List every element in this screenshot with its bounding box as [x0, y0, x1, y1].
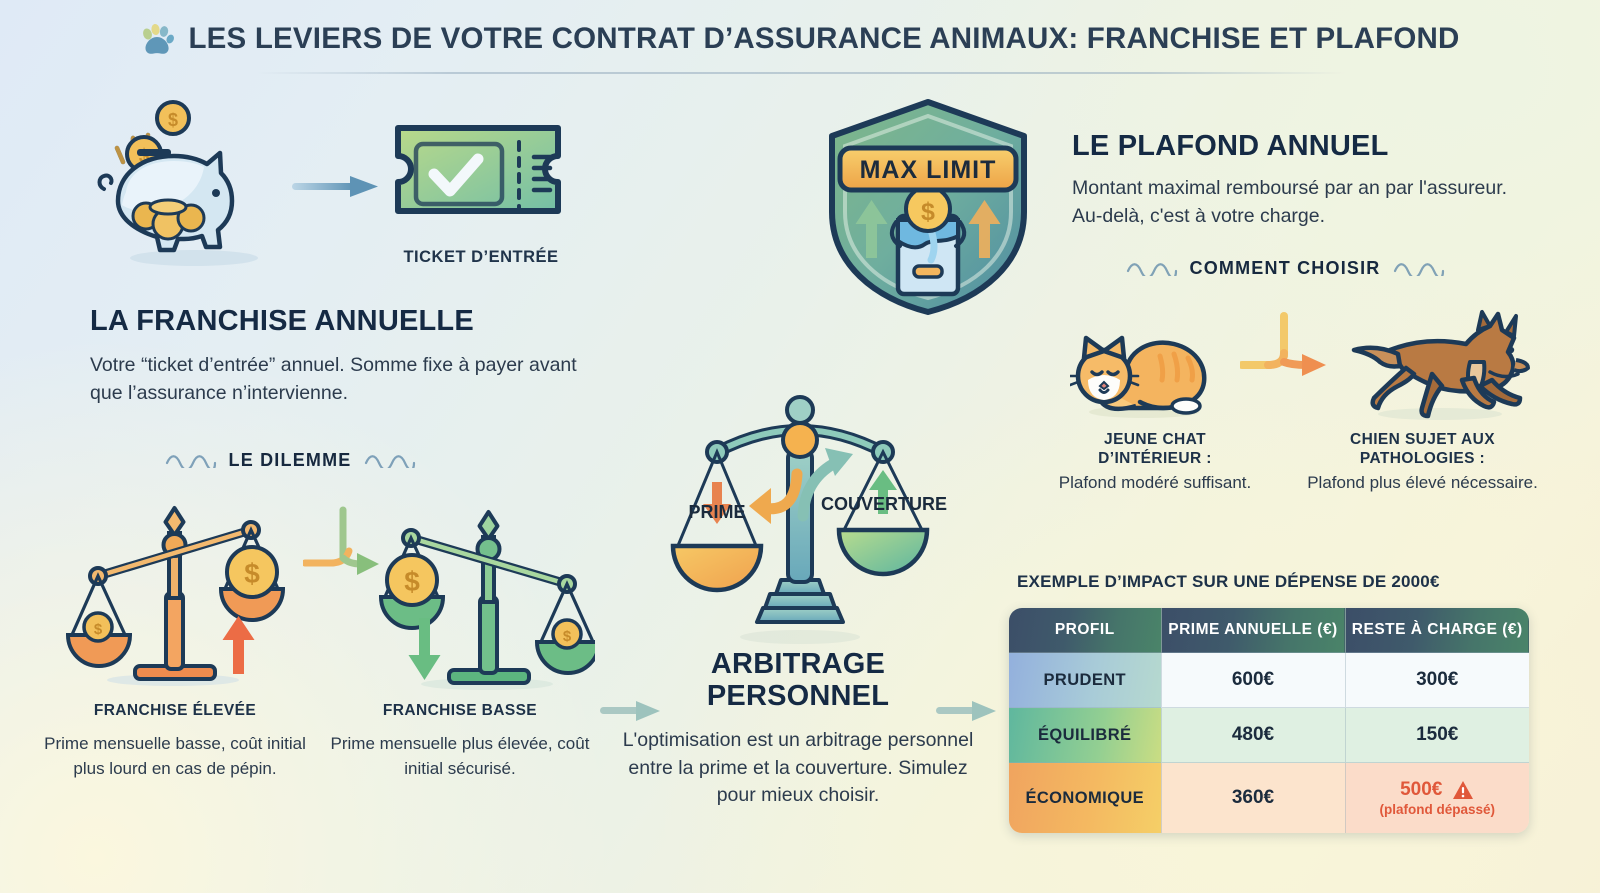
cell-reste-equilibre: 150€	[1345, 707, 1529, 763]
dog-profile-text: Plafond plus élevé nécessaire.	[1307, 472, 1538, 492]
arrow-up-right-icon	[968, 200, 1001, 258]
header-divider	[255, 72, 1345, 74]
dog-caption-line2: PATHOLOGIES :	[1359, 450, 1486, 468]
table-row: PRUDENT 600€ 300€	[1009, 652, 1529, 708]
high-deductible-text: Prime mensuelle basse, coût initial plus…	[44, 734, 306, 778]
dog-caption-line1: CHIEN SUJET AUX	[1350, 431, 1495, 448]
cell-reste-prudent: 300€	[1345, 652, 1529, 708]
warning-value-group: 500€	[1350, 779, 1526, 801]
arbitrage-heading-line2: PERSONNEL	[706, 680, 890, 713]
high-deductible-caption-block: FRANCHISE ÉLEVÉE Prime mensuelle basse, …	[30, 702, 320, 781]
table-title: EXEMPLE D’IMPACT SUR UNE DÉPENSE DE 2000…	[1017, 572, 1440, 591]
scale-low-deductible-icon: $ $	[378, 510, 595, 690]
arrow-right-icon	[292, 176, 378, 197]
squiggle-left-icon	[1126, 262, 1177, 276]
franchise-heading: LA FRANCHISE ANNUELLE	[90, 305, 474, 337]
pets-illustration-row	[1040, 300, 1540, 420]
cell-prime-equilibre: 480€	[1161, 707, 1346, 763]
how-to-choose-label-text: COMMENT CHOISIR	[1189, 258, 1381, 278]
plafond-body: Montant maximal remboursé par an par l'a…	[1072, 177, 1508, 227]
plafond-section: LE PLAFOND ANNUEL Montant maximal rembou…	[1072, 130, 1522, 230]
row-label-equilibre: ÉQUILIBRÉ	[1009, 707, 1162, 763]
column-header-prime: PRIME ANNUELLE (€)	[1161, 608, 1346, 653]
arrow-elbow-icon	[303, 506, 379, 575]
ticket-icon	[395, 125, 561, 214]
couverture-label: COUVERTURE	[821, 494, 947, 514]
balance-scale-icon: PRIME COUVERTURE	[670, 395, 947, 644]
squiggle-right-icon	[1393, 262, 1444, 276]
impact-table: PROFIL PRIME ANNUELLE (€) RESTE À CHARGE…	[1009, 608, 1529, 834]
shield-max-limit-icon: $ MAX LIMIT	[829, 99, 1027, 315]
impact-table-grid: PROFIL PRIME ANNUELLE (€) RESTE À CHARGE…	[1009, 608, 1529, 834]
svg-text:$: $	[921, 198, 935, 226]
how-to-choose-label: COMMENT CHOISIR	[1085, 258, 1485, 279]
squiggle-right-icon	[364, 454, 415, 468]
column-header-profil: PROFIL	[1009, 608, 1162, 653]
warning-note: (plafond dépassé)	[1379, 802, 1495, 818]
svg-text:$: $	[244, 558, 260, 589]
svg-text:$: $	[139, 146, 150, 167]
table-row: ÉQUILIBRÉ 480€ 150€	[1009, 707, 1529, 763]
low-deductible-caption: FRANCHISE BASSE	[382, 702, 538, 719]
cell-reste-economique: 500€ (plafond dépassé)	[1345, 762, 1529, 834]
scales-comparison-row: $ $	[45, 478, 605, 698]
squiggle-left-icon	[165, 454, 216, 468]
arrow-up-couverture-icon	[869, 470, 897, 514]
warning-triangle-icon	[1453, 781, 1474, 800]
high-deductible-caption: FRANCHISE ÉLEVÉE	[93, 702, 257, 719]
franchise-body: Votre “ticket d’entrée” annuel. Somme fi…	[90, 354, 577, 404]
max-limit-badge-text: MAX LIMIT	[860, 156, 997, 184]
ticket-caption: TICKET D’ENTRÉE	[403, 248, 559, 266]
running-dog-icon	[1351, 310, 1530, 420]
table-header: PROFIL PRIME ANNUELLE (€) RESTE À CHARGE…	[1009, 608, 1529, 653]
arrow-down-green-icon	[408, 618, 441, 680]
plafond-heading: LE PLAFOND ANNUEL	[1072, 130, 1389, 162]
prime-label: PRIME	[688, 502, 745, 522]
page-title: LES LEVIERS DE VOTRE CONTRAT D’ASSURANCE…	[188, 22, 1460, 55]
cat-caption-line1: JEUNE CHAT	[1104, 431, 1206, 448]
arrow-right-to-arbitrage-icon	[600, 701, 660, 721]
scale-high-deductible-icon: $ $	[65, 506, 285, 686]
low-deductible-caption-block: FRANCHISE BASSE Prime mensuelle plus éle…	[320, 702, 600, 781]
cell-prime-prudent: 600€	[1161, 652, 1346, 708]
header: LES LEVIERS DE VOTRE CONTRAT D’ASSURANCE…	[0, 22, 1600, 60]
paw-print-icon	[143, 24, 175, 54]
dilemma-label: LE DILEMME	[95, 450, 485, 471]
arrow-up-orange-icon	[222, 616, 255, 674]
arbitrage-heading-line1: ARBITRAGE	[710, 648, 886, 680]
cat-caption-line2: D’INTÉRIEUR :	[1098, 450, 1212, 468]
dog-profile-block: CHIEN SUJET AUX PATHOLOGIES : Plafond pl…	[1290, 430, 1555, 495]
arrow-down-prime-icon	[703, 482, 731, 524]
svg-text:$: $	[168, 110, 178, 130]
row-label-economique: ÉCONOMIQUE	[1009, 762, 1162, 834]
arrow-up-left-icon	[855, 200, 888, 258]
cell-prime-economique: 360€	[1161, 762, 1346, 834]
warning-amount: 500€	[1400, 779, 1443, 801]
arbitrage-body: L'optimisation est un arbitrage personne…	[622, 728, 974, 807]
franchise-illustration-row: $ $	[96, 96, 566, 286]
row-label-prudent: PRUDENT	[1009, 652, 1162, 708]
dilemma-label-text: LE DILEMME	[228, 450, 352, 470]
table-header-row: PROFIL PRIME ANNUELLE (€) RESTE À CHARGE…	[1009, 608, 1529, 653]
svg-text:$: $	[563, 628, 572, 645]
svg-text:$: $	[94, 621, 103, 638]
sleeping-cat-icon	[1070, 335, 1207, 418]
cat-profile-text: Plafond modéré suffisant.	[1058, 472, 1252, 492]
svg-text:$: $	[404, 566, 420, 597]
arrow-elbow-pets-icon	[1240, 312, 1326, 376]
column-header-reste: RESTE À CHARGE (€)	[1345, 608, 1529, 653]
table-body: PRUDENT 600€ 300€ ÉQUILIBRÉ 480€ 150€ ÉC…	[1009, 652, 1529, 834]
arbitrage-section: ARBITRAGE PERSONNEL L'optimisation est u…	[608, 648, 988, 810]
franchise-section: LA FRANCHISE ANNUELLE Votre “ticket d’en…	[90, 305, 610, 407]
arrow-right-to-table-icon	[936, 701, 996, 721]
table-row: ÉCONOMIQUE 360€ 500€ (plafond dépassé)	[1009, 762, 1529, 834]
low-deductible-text: Prime mensuelle plus élevée, coût initia…	[330, 734, 590, 778]
cat-profile-block: JEUNE CHAT D’INTÉRIEUR : Plafond modéré …	[1025, 430, 1285, 495]
piggy-bank-icon: $ $	[97, 100, 258, 266]
